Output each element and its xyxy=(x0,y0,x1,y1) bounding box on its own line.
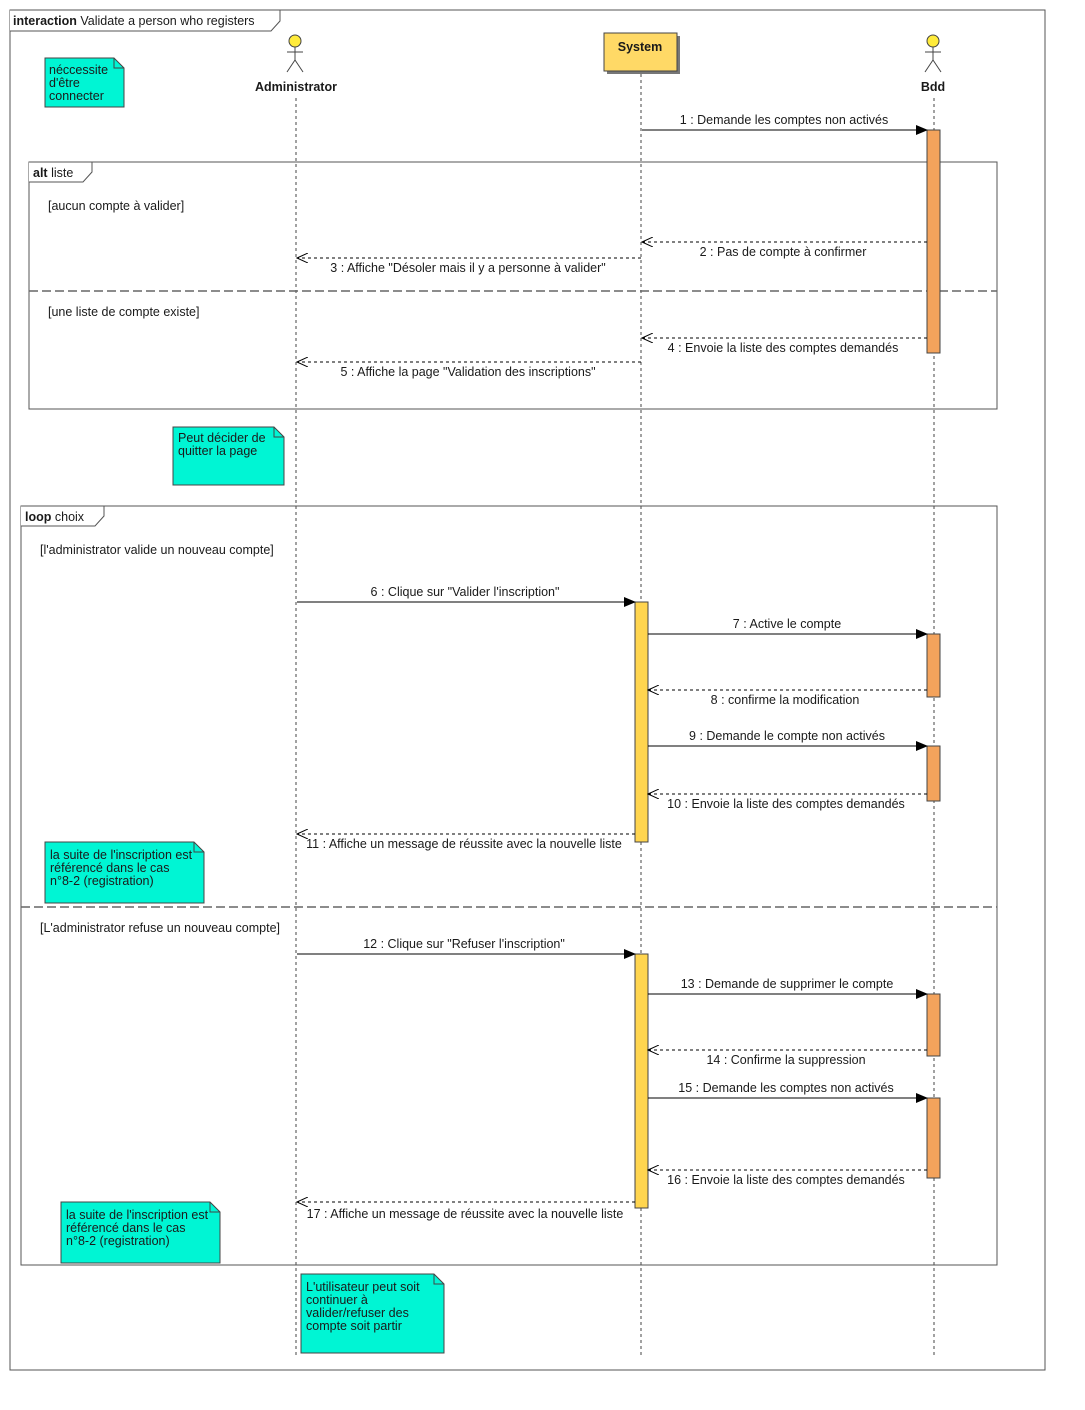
administrator-label: Administrator xyxy=(255,80,337,94)
activation-system-2 xyxy=(634,953,649,1209)
loop-fragment-label: loop choix xyxy=(25,510,85,524)
message-label-13: 13 : Demande de supprimer le compte xyxy=(681,977,894,991)
message-label-17: 17 : Affiche un message de réussite avec… xyxy=(307,1207,624,1221)
activation-bdd-4 xyxy=(926,993,941,1057)
message-label-10: 10 : Envoie la liste des comptes demandé… xyxy=(667,797,905,811)
interaction-frame-tab xyxy=(10,9,281,32)
alt-fragment-label: alt liste xyxy=(33,166,73,180)
message-label-8: 8 : confirme la modification xyxy=(711,693,860,707)
loop-guard-1: [l'administrator valide un nouveau compt… xyxy=(40,543,274,557)
message-label-4: 4 : Envoie la liste des comptes demandés xyxy=(668,341,899,355)
system-box xyxy=(603,32,678,72)
activation-bdd-5 xyxy=(926,1097,941,1179)
loop-guard-2: [L'administrator refuse un nouveau compt… xyxy=(40,921,280,935)
activation-system-1 xyxy=(634,601,649,843)
message-label-3: 3 : Affiche "Désoler mais il y a personn… xyxy=(330,261,605,275)
message-label-6: 6 : Clique sur "Valider l'inscription" xyxy=(371,585,560,599)
message-label-9: 9 : Demande le compte non activés xyxy=(689,729,885,743)
activation-bdd-1 xyxy=(926,129,941,354)
loop-fragment-tab xyxy=(21,505,105,527)
system-label: System xyxy=(618,40,662,54)
bdd-actor-icon xyxy=(924,34,942,73)
message-label-12: 12 : Clique sur "Refuser l'inscription" xyxy=(363,937,565,951)
message-label-7: 7 : Active le compte xyxy=(733,617,841,631)
alt-fragment xyxy=(28,161,998,410)
message-label-2: 2 : Pas de compte à confirmer xyxy=(700,245,867,259)
activation-bdd-2 xyxy=(926,633,941,698)
message-label-5: 5 : Affiche la page "Validation des insc… xyxy=(340,365,595,379)
message-label-16: 16 : Envoie la liste des comptes demandé… xyxy=(667,1173,905,1187)
loop-fragment xyxy=(20,505,998,1266)
alt-guard-1: [aucun compte à valider] xyxy=(48,199,184,213)
message-label-1: 1 : Demande les comptes non activés xyxy=(680,113,888,127)
alt-guard-2: [une liste de compte existe] xyxy=(48,305,199,319)
alt-fragment-tab xyxy=(29,161,93,183)
message-label-14: 14 : Confirme la suppression xyxy=(706,1053,865,1067)
message-label-11: 11 : Affiche un message de réussite avec… xyxy=(306,837,622,851)
administrator-actor-icon xyxy=(286,34,304,73)
bdd-label: Bdd xyxy=(921,80,945,94)
interaction-frame xyxy=(9,9,1046,1371)
interaction-frame-title: interaction Validate a person who regist… xyxy=(13,14,255,28)
activation-bdd-3 xyxy=(926,745,941,802)
message-label-15: 15 : Demande les comptes non activés xyxy=(678,1081,893,1095)
